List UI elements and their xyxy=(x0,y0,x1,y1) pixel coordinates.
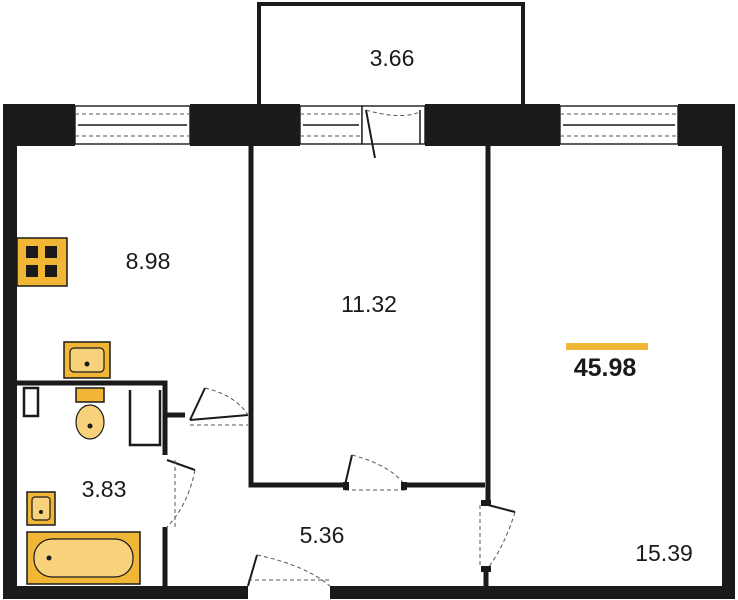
kitchen-sink-icon xyxy=(63,341,111,379)
outer-wall-right xyxy=(722,104,735,599)
balcony-area-label: 3.66 xyxy=(370,45,415,71)
door-entrance xyxy=(247,554,331,587)
window-living-room xyxy=(559,105,679,145)
wall-bedroom-bottom-left xyxy=(248,423,345,488)
door-kitchen xyxy=(189,387,249,426)
bathroom-niche xyxy=(22,386,40,418)
kitchen-area-label: 8.98 xyxy=(126,248,171,274)
balcony-outline xyxy=(257,2,525,112)
washbasin-icon xyxy=(26,491,56,526)
outer-wall-bottom-right xyxy=(330,586,735,599)
stove-icon xyxy=(16,237,68,287)
total-area-accent-bar xyxy=(566,343,648,350)
window-bedroom xyxy=(299,105,363,145)
outer-wall-top-mid xyxy=(190,104,300,146)
bedroom-area-label: 11.32 xyxy=(341,291,397,317)
total-area-label: 45.98 xyxy=(574,354,637,382)
wall-bathroom xyxy=(17,380,168,455)
bathroom-area-label: 3.83 xyxy=(82,476,127,502)
door-bathroom xyxy=(166,459,196,528)
door-living-room xyxy=(479,500,516,572)
balcony-door xyxy=(361,105,426,159)
outer-wall-top-mid-right xyxy=(425,104,560,146)
toilet-icon xyxy=(75,387,105,440)
bathroom-partition xyxy=(128,390,162,447)
window-kitchen xyxy=(74,105,191,145)
hallway-area-label: 5.36 xyxy=(300,522,345,548)
outer-wall-bottom-left xyxy=(3,586,248,599)
door-bedroom xyxy=(343,454,407,491)
outer-wall-left xyxy=(3,104,17,599)
living-room-area-label: 15.39 xyxy=(635,540,693,566)
bathtub-icon xyxy=(26,531,141,585)
